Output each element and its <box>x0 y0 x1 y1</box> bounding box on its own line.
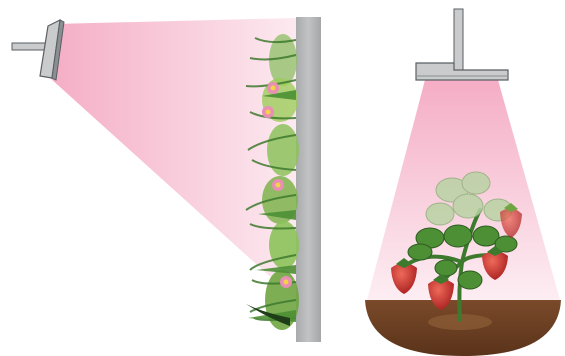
pendant-grow-light-icon <box>416 9 508 80</box>
left-light-beam <box>50 18 296 300</box>
wall-grow-light-icon <box>12 20 64 80</box>
